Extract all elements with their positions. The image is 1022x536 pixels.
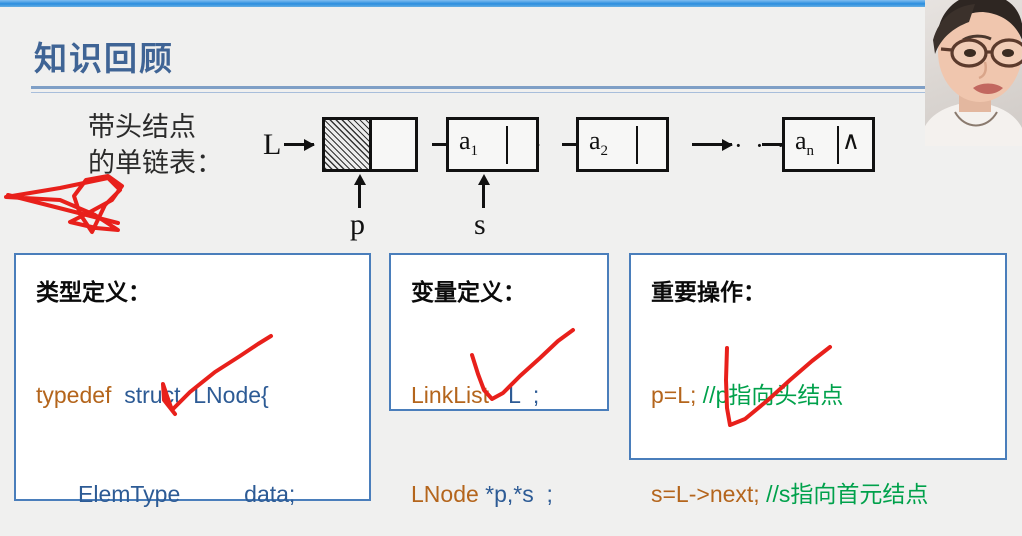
head-pointer-label-L: L — [263, 128, 282, 161]
diagram-caption-line1: 带头结点 — [88, 112, 196, 143]
ellipsis: · · · — [734, 131, 788, 160]
node-an-null-symbol: ∧ — [841, 128, 860, 155]
node-an-divider — [837, 126, 839, 164]
node-an-label: an — [795, 126, 815, 160]
arrow-up-to-head-node — [353, 174, 366, 208]
code-line: p=L; //p指向头结点 — [651, 379, 931, 412]
important-operations-heading: 重要操作： — [651, 280, 766, 306]
type-definition-box: 类型定义： typedef struct LNode{ ElemType dat… — [14, 253, 371, 507]
diagram-caption: 带头结点 的单链表： — [88, 110, 223, 182]
important-operations-box: 重要操作： p=L; //p指向头结点 s=L->next; //s指向首元结点… — [629, 253, 1007, 507]
presenter-camera[interactable] — [925, 0, 1022, 146]
node-a1-label: a1 — [459, 126, 479, 160]
node-a1-divider — [506, 126, 508, 164]
arrow-L-to-head — [284, 138, 315, 151]
code-token: LinkList — [411, 382, 489, 408]
code-comment: //p指向头结点 — [702, 382, 844, 408]
head-node — [322, 117, 418, 172]
pointer-label-s: s — [474, 208, 486, 241]
title-divider-thick — [31, 86, 925, 89]
node-a2: a2 — [576, 117, 669, 172]
page-title: 知识回顾 — [34, 39, 174, 78]
top-accent-bar — [0, 0, 1022, 7]
code-line: LinkList L ; — [411, 379, 553, 412]
node-a2-label: a2 — [589, 126, 609, 160]
node-a2-divider — [636, 126, 638, 164]
head-node-hatch — [325, 120, 372, 169]
type-definition-heading: 类型定义： — [36, 280, 151, 306]
diagram-caption-line2: 的单链表： — [88, 148, 223, 179]
variable-definition-code: LinkList L ; LNode *p,*s ; — [411, 313, 553, 536]
code-token: ElemType data; — [78, 481, 296, 507]
node-an: an ∧ — [782, 117, 875, 172]
code-line: ElemType data; — [36, 478, 295, 511]
code-token: LNode — [411, 481, 479, 507]
node-a1: a1 — [446, 117, 539, 172]
pointer-label-p: p — [350, 208, 365, 241]
code-line: s=L->next; //s指向首元结点 — [651, 478, 931, 511]
camera-person-figure — [925, 0, 1022, 146]
code-token: *p,*s ; — [478, 481, 553, 507]
title-divider-thin — [31, 92, 925, 93]
arrow-a2-to-ellipsis — [692, 138, 733, 151]
code-line: typedef struct LNode{ — [36, 379, 295, 412]
code-token: typedef — [36, 382, 112, 408]
code-token: L ; — [488, 382, 540, 408]
important-operations-code: p=L; //p指向头结点 s=L->next; //s指向首元结点 p=p->… — [651, 313, 931, 536]
linked-list-diagram: L a1 a2 · · · an ∧ p s — [0, 0, 1022, 260]
arrow-up-to-a1-node — [477, 174, 490, 208]
code-token: s=L->next; — [651, 481, 767, 507]
variable-definition-box: 变量定义： LinkList L ; LNode *p,*s ; — [389, 253, 609, 507]
code-token: p=L; — [651, 382, 703, 408]
variable-definition-heading: 变量定义： — [411, 280, 526, 306]
code-token: struct LNode{ — [111, 382, 269, 408]
code-line: LNode *p,*s ; — [411, 478, 553, 511]
type-definition-code: typedef struct LNode{ ElemType data; str… — [36, 313, 295, 536]
code-comment: //s指向首元结点 — [766, 481, 929, 507]
